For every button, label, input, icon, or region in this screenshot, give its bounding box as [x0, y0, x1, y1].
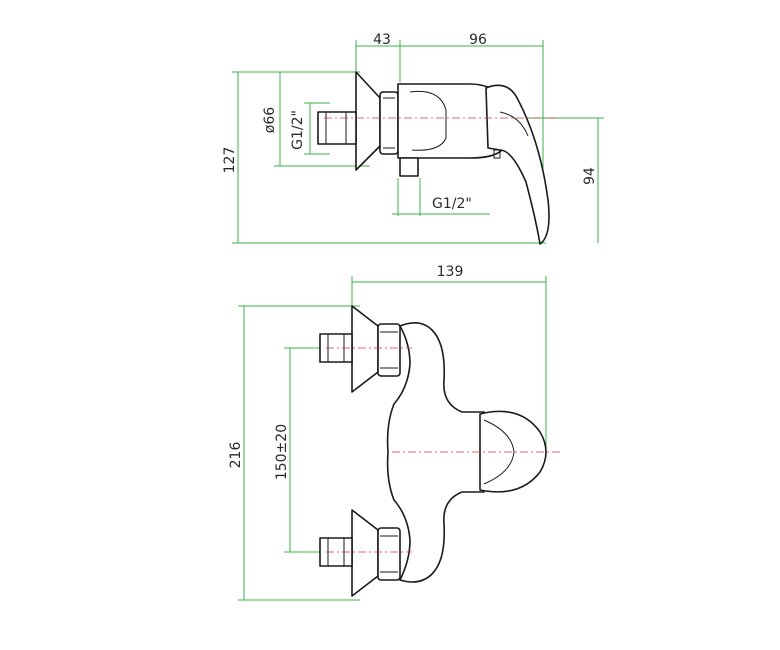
dim-label-150: 150±20	[274, 424, 290, 480]
dim-label-43: 43	[373, 32, 391, 48]
top-view-outline	[317, 71, 550, 245]
dim-label-127: 127	[222, 147, 238, 174]
front-view-upper-connection	[319, 305, 401, 393]
front-view-lever	[479, 410, 547, 493]
dim-label-139: 139	[437, 264, 464, 280]
dim-label-thread-inlet: G1/2"	[290, 110, 306, 150]
front-view-dimensions	[238, 276, 547, 601]
dim-label-96: 96	[469, 32, 487, 48]
top-view: 43 96 127 ø66 G1/2" G1/2" 94	[222, 32, 604, 245]
dim-label-94: 94	[582, 167, 598, 185]
dim-label-216: 216	[228, 442, 244, 469]
dim-label-dia66: ø66	[262, 107, 278, 133]
front-view-lower-connection	[319, 509, 401, 597]
front-view: 139 216 150±20	[228, 264, 560, 601]
top-view-dimensions	[232, 40, 604, 244]
dim-label-thread-outlet: G1/2"	[432, 196, 472, 212]
